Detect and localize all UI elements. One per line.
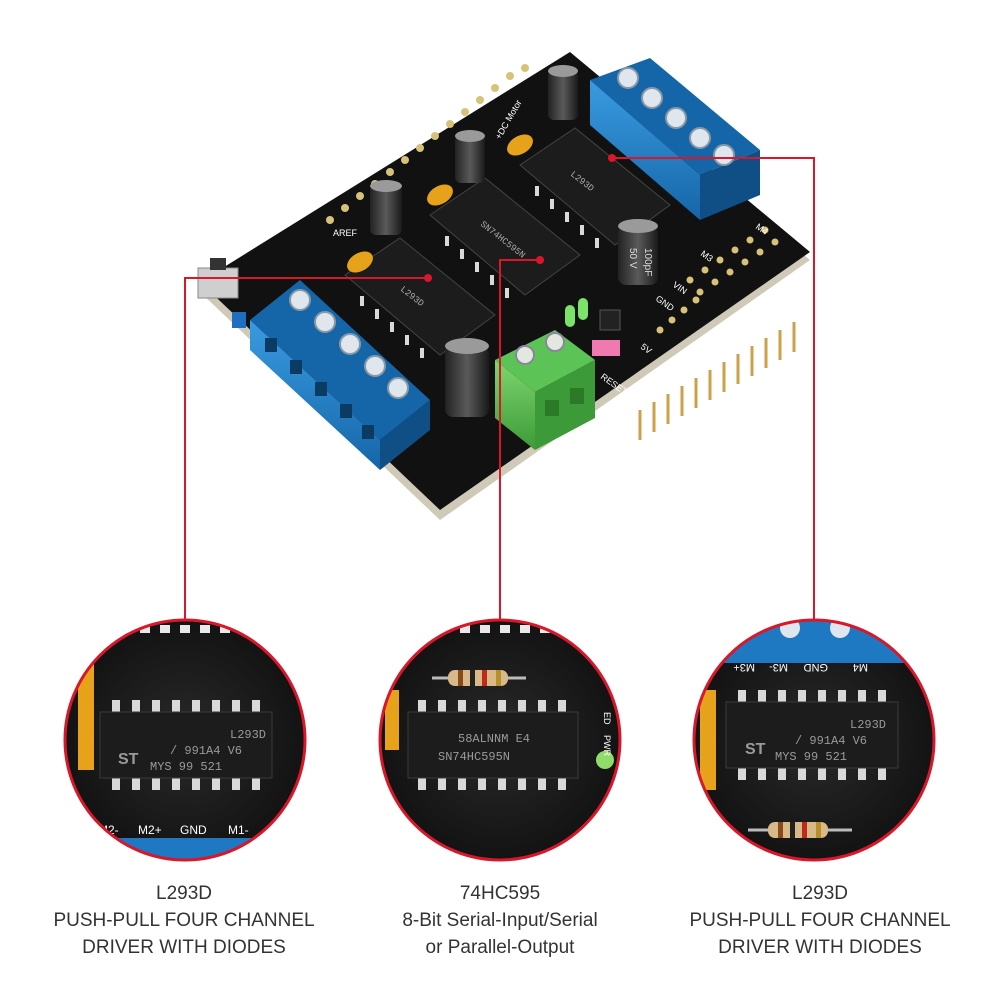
ceramic-capacitors [347,134,533,273]
header-holes [326,64,779,334]
reset-button [197,258,239,299]
chip-l293d-left: L293D [344,237,496,356]
zoom-circle-l293d-left: L293D / 991A4 V6 MYS 99 521 ST M2- M2+ G… [63,618,307,862]
motor-shield-board: +DC Motor AREF GND VIN 5V RESET M4 M3 [197,52,810,520]
zoom2-chip-line1: 58ALNNM E4 [458,732,530,746]
zoom3-resistor [748,822,852,838]
zoom2-label-ed: ED [602,712,612,725]
zoom3-label-m4: M4 [853,661,868,673]
terminal-block-left [250,280,430,470]
capacitor-rating-2: 50 V [627,248,638,269]
zoom1-label-gnd: GND [180,823,207,837]
caption-line: or Parallel-Output [425,937,575,958]
electrolytic-capacitors: 100pF 50 V [370,65,658,417]
zoom1-chip-line2: / 991A4 V6 [170,744,242,758]
zoom3-chip-line1: L293D [850,718,886,732]
caption-line: DRIVER WITH DIODES [82,937,286,958]
zoom3-label-gnd: GND [804,661,829,673]
caption-title: L293D [792,883,848,904]
zoom-circle-l293d-right: M3+ M3- GND M4 L293D / 991A4 V6 MYS 99 5… [692,618,936,862]
st-logo: ST [118,751,139,768]
caption-l293d-right: L293D PUSH-PULL FOUR CHANNEL DRIVER WITH… [660,880,980,961]
chip-74hc595: SN74HC595N [429,177,581,296]
zoom2-chip-line2: SN74HC595N [438,750,510,764]
bottom-header-pins [638,322,796,440]
caption-74hc595: 74HC595 8-Bit Serial-Input/Serial or Par… [340,880,660,961]
st-logo: ST [745,741,766,758]
terminal-block-right [590,58,760,220]
zoom1-label-m1-minus: M1- [228,823,249,837]
zoom2-resistor [432,670,526,686]
silk-aref: AREF [333,228,358,238]
caption-line: DRIVER WITH DIODES [718,937,922,958]
zoom2-led [596,751,614,769]
chip-pins [360,186,599,358]
blue-jumper [232,312,246,328]
zoom3-chip-line3: MYS 99 521 [775,750,847,764]
zoom1-chip-line1: L293D [230,728,266,742]
caption-title: 74HC595 [459,883,541,904]
zoom1-label-m2-plus: M2+ [138,823,162,837]
zoom3-label-m3-minus: M3- [769,661,788,673]
zoom-circle-74hc595: 58ALNNM E4 SN74HC595N PWR ED [378,618,622,862]
caption-l293d-left: L293D PUSH-PULL FOUR CHANNEL DRIVER WITH… [24,880,344,961]
caption-line: PUSH-PULL FOUR CHANNEL [53,910,315,931]
zoom2-label-pwr: PWR [602,735,612,756]
chip-l293d-right: L293D [519,127,671,246]
zoom1-chip-line3: MYS 99 521 [150,760,222,774]
caption-title: L293D [156,883,212,904]
callout-dots [424,154,616,282]
zoom3-label-m3-plus: M3+ [733,661,755,673]
terminal-block-power [495,330,595,450]
zoom3-chip-line2: / 991A4 V6 [795,734,867,748]
caption-line: 8-Bit Serial-Input/Serial [402,910,598,931]
capacitor-rating-1: 100pF [642,248,653,276]
status-leds [565,298,621,356]
caption-line: PUSH-PULL FOUR CHANNEL [689,910,951,931]
callout-lines [184,157,815,620]
